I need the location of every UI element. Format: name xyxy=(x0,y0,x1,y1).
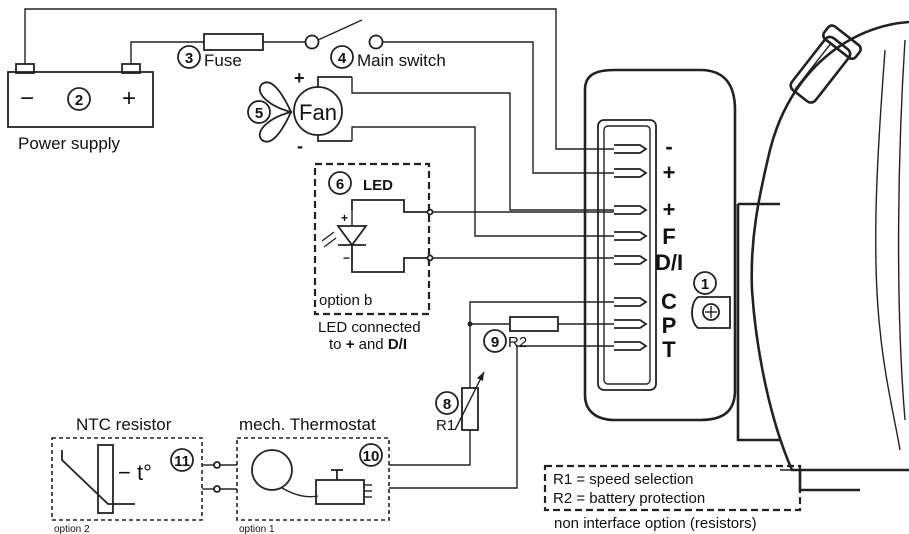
terminal-plus-label: + xyxy=(663,160,676,185)
variable-arrow-icon xyxy=(477,372,484,381)
power-supply-label: Power supply xyxy=(18,134,121,153)
battery-plus-sign: + xyxy=(122,85,136,112)
resistor-r2: 9 R2 xyxy=(483,316,559,353)
screw-icon xyxy=(702,303,720,321)
terminal-t-label: T xyxy=(662,337,676,362)
callout-9 xyxy=(483,329,507,353)
ntc-resistor: NTC resistor − t° 11 option 2 xyxy=(51,415,221,534)
ntc-label: NTC resistor xyxy=(76,415,172,434)
thermostat-option-label: option 1 xyxy=(239,524,275,534)
legend-r2: R2 = battery protection xyxy=(553,490,705,507)
led-option-label: option b xyxy=(319,292,372,309)
capillary-coil-icon xyxy=(251,449,293,491)
terminal-labels: - + + F D/I C P T xyxy=(655,134,683,362)
fan: Fan + - 5 xyxy=(247,68,352,156)
callout-1 xyxy=(693,271,717,295)
fan-minus-sign: - xyxy=(297,136,303,156)
ntc-option-label: option 2 xyxy=(54,524,90,534)
electronic-unit: 1 xyxy=(583,68,737,422)
terminal-f-label: F xyxy=(662,224,675,249)
resistor-r1: 8 R1 xyxy=(435,371,485,434)
battery-minus-sign: − xyxy=(20,85,34,112)
main-switch: 4 Main switch xyxy=(304,19,446,70)
led-note-line2: to + and D/I xyxy=(329,336,407,353)
fuse-label: Fuse xyxy=(204,51,242,70)
callout-10 xyxy=(359,443,383,467)
main-switch-label: Main switch xyxy=(357,51,446,70)
callout-2-number: 2 xyxy=(75,92,83,109)
callout-3 xyxy=(177,45,201,69)
led-note-line1: LED connected xyxy=(318,319,421,336)
callout-5-number: 5 xyxy=(255,105,263,122)
callout-4 xyxy=(330,45,354,69)
ntc-temp-symbol: − t° xyxy=(118,460,152,485)
terminal-c-label: C xyxy=(661,289,677,314)
thermostat-label: mech. Thermostat xyxy=(239,415,376,434)
legend: R1 = speed selection R2 = battery protec… xyxy=(543,464,802,532)
mech-thermostat: mech. Thermostat 10 option 1 xyxy=(220,415,390,534)
callout-6-number: 6 xyxy=(336,176,344,193)
fan-blade-icon xyxy=(259,81,293,114)
terminal-p-label: P xyxy=(662,313,677,338)
callout-10-number: 10 xyxy=(363,448,380,465)
fuse: 3 Fuse xyxy=(177,33,264,70)
wires xyxy=(24,8,614,489)
callout-2 xyxy=(67,87,91,111)
compressor xyxy=(736,20,909,492)
led-plus-sign: + xyxy=(341,211,348,225)
callout-8-number: 8 xyxy=(443,396,451,413)
callout-8 xyxy=(435,391,459,415)
fan-label: Fan xyxy=(299,100,337,125)
power-supply: − + 2 Power supply xyxy=(7,63,154,153)
callout-3-number: 3 xyxy=(185,50,193,67)
legend-r1: R1 = speed selection xyxy=(553,471,694,488)
led-label: LED xyxy=(363,177,393,194)
callout-9-number: 9 xyxy=(491,334,499,351)
led-option-box: 6 LED + − option b xyxy=(313,162,434,316)
callout-1-number: 1 xyxy=(701,276,709,293)
callout-11-number: 11 xyxy=(174,453,190,470)
terminal-di-label: D/I xyxy=(655,250,683,275)
callout-5 xyxy=(247,100,271,124)
callout-11 xyxy=(170,448,194,472)
callout-4-number: 4 xyxy=(338,50,347,67)
terminal-plus2-label: + xyxy=(663,197,676,222)
thermostat-body-icon xyxy=(315,479,365,505)
terminal-pins xyxy=(614,144,648,351)
legend-caption: non interface option (resistors) xyxy=(554,515,757,532)
led-minus-sign: − xyxy=(343,251,350,265)
led-diode-icon xyxy=(336,225,368,247)
terminal-minus-label: - xyxy=(665,134,672,159)
r2-label: R2 xyxy=(508,334,527,351)
callout-6 xyxy=(328,171,352,195)
r1-label: R1 xyxy=(436,417,455,434)
fan-plus-sign: + xyxy=(294,68,305,88)
ntc-curve-icon xyxy=(61,450,135,505)
